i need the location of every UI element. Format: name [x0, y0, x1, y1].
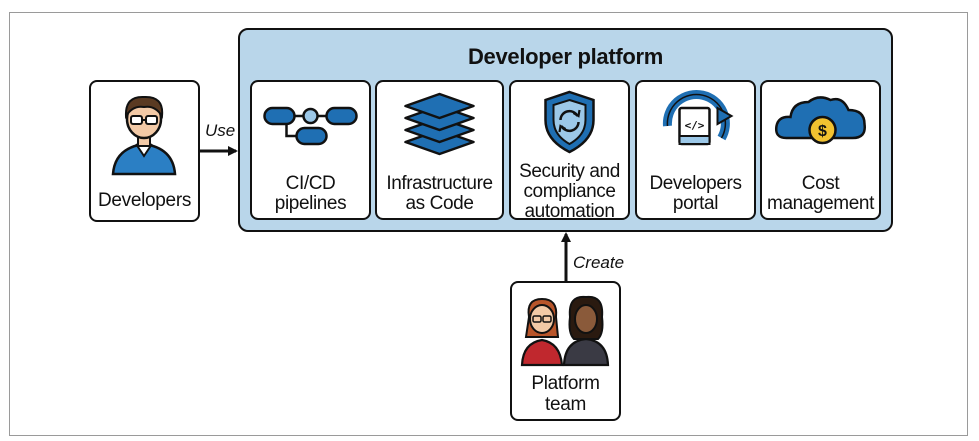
pipeline-flow-icon	[263, 106, 358, 146]
developers-actor: Developers	[89, 80, 200, 222]
developer-person-icon	[111, 95, 177, 176]
svg-text:</>: </>	[685, 119, 705, 132]
use-edge-label: Use	[205, 121, 236, 140]
stacked-layers-icon	[404, 92, 475, 156]
svg-text:$: $	[818, 123, 827, 140]
platform-title: Developer platform	[467, 44, 664, 69]
platform-team-label: Platform team	[531, 373, 600, 415]
create-edge-label: Create	[573, 253, 625, 272]
shield-sync-icon	[544, 90, 595, 154]
developers-label: Developers	[97, 190, 192, 211]
cloud-cost-icon: $	[774, 96, 866, 145]
code-portal-icon: </>	[662, 90, 734, 146]
platform-team-actor: Platform team	[510, 281, 621, 421]
platform-team-people-icon	[520, 295, 610, 367]
